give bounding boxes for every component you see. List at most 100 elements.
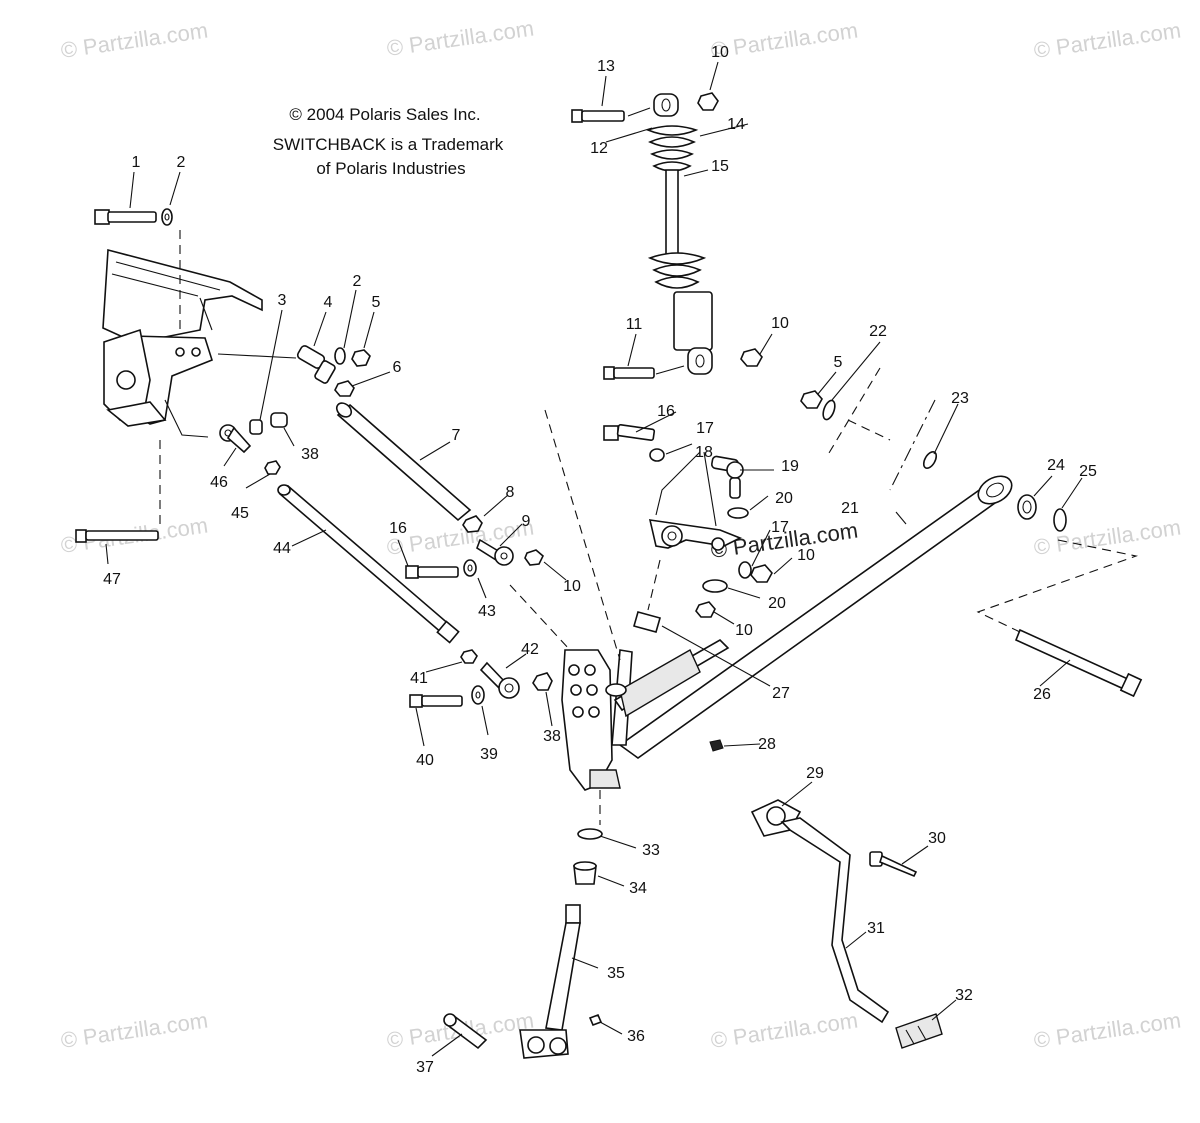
callout-16-left: 16 xyxy=(389,520,407,537)
rod-end-9 xyxy=(476,538,514,566)
bolt-40 xyxy=(409,694,463,708)
parts-layer xyxy=(75,92,1143,1059)
tie-rod-44 xyxy=(277,484,460,644)
nut-45 xyxy=(264,460,281,475)
callout-44: 44 xyxy=(273,540,291,557)
callout-10-top: 10 xyxy=(711,44,729,61)
steering-post-31 xyxy=(780,817,890,1024)
callout-20-upper: 20 xyxy=(775,490,793,507)
callout-38-upper: 38 xyxy=(301,446,319,463)
copyright-notice: © 2004 Polaris Sales Inc. SWITCHBACK is … xyxy=(273,105,504,178)
watermark-bottom-left: © Partzilla.com xyxy=(59,1008,209,1053)
bolt-13 xyxy=(571,109,625,123)
clevis-4 xyxy=(296,345,336,384)
washer-43 xyxy=(463,559,477,577)
callout-17: 17 xyxy=(696,420,714,437)
handle-32 xyxy=(895,1013,943,1049)
bushing-3 xyxy=(249,419,263,435)
callout-26: 26 xyxy=(1033,686,1051,703)
spindle-carrier xyxy=(561,649,627,791)
o-ring-33 xyxy=(577,828,603,840)
washer-20-lower xyxy=(702,579,728,593)
callout-33: 33 xyxy=(642,842,660,859)
washer-2-top xyxy=(161,208,173,226)
washer-22 xyxy=(822,399,836,421)
washer-17 xyxy=(649,448,665,462)
callout-36: 36 xyxy=(627,1028,645,1045)
callout-6: 6 xyxy=(393,359,402,376)
callout-24: 24 xyxy=(1047,457,1065,474)
bushing-38-upper xyxy=(270,412,288,428)
watermark-top-right: © Partzilla.com xyxy=(1032,18,1182,63)
callout-10-arm: 10 xyxy=(797,547,815,564)
callout-numbers: 1 2 3 4 2 5 6 7 8 9 10 38 46 45 44 47 16… xyxy=(103,44,1097,1076)
callout-18: 18 xyxy=(695,444,713,461)
bolt-1 xyxy=(94,209,157,225)
washer-17-lower xyxy=(738,561,752,579)
callout-27: 27 xyxy=(772,685,790,702)
callout-13: 13 xyxy=(597,58,615,75)
callout-7: 7 xyxy=(452,427,461,444)
washer-20-upper xyxy=(727,507,749,519)
grease-fitting-28 xyxy=(709,739,724,752)
frame-bulkhead xyxy=(102,248,263,438)
spindle-35 xyxy=(519,904,581,1059)
callout-10-mid: 10 xyxy=(563,578,581,595)
pivot-shaft-26 xyxy=(976,539,1143,698)
steering-arm-18 xyxy=(648,519,742,551)
rod-end-42 xyxy=(479,661,520,699)
nut-5-right xyxy=(800,390,823,409)
callout-15: 15 xyxy=(711,158,729,175)
callout-28: 28 xyxy=(758,736,776,753)
callout-43: 43 xyxy=(478,603,496,620)
callout-23: 23 xyxy=(951,390,969,407)
shock-absorber-15 xyxy=(645,125,713,375)
bolt-11 xyxy=(603,366,655,380)
callout-38: 38 xyxy=(543,728,561,745)
callout-39: 39 xyxy=(480,746,498,763)
bushing-24 xyxy=(1017,494,1037,520)
callout-8: 8 xyxy=(506,484,515,501)
callout-10-lower: 10 xyxy=(735,622,753,639)
watermark-top-mid: © Partzilla.com xyxy=(709,18,859,63)
nut-38 xyxy=(532,672,553,691)
callout-17-lower: 17 xyxy=(771,519,789,536)
grease-fitting-36 xyxy=(588,1013,603,1027)
watermark-top-left: © Partzilla.com xyxy=(59,18,209,63)
ring-25 xyxy=(1053,508,1067,532)
nut-10-lower xyxy=(695,601,716,618)
callout-2: 2 xyxy=(177,154,186,171)
watermark-layer: © Partzilla.com © Partzilla.com © Partzi… xyxy=(59,16,1182,1053)
callout-25: 25 xyxy=(1079,463,1097,480)
washer-2 xyxy=(334,347,346,365)
callout-19: 19 xyxy=(781,458,799,475)
callout-37: 37 xyxy=(416,1059,434,1076)
callout-12: 12 xyxy=(590,140,608,157)
callout-5: 5 xyxy=(372,294,381,311)
callout-35: 35 xyxy=(607,965,625,982)
washer-39 xyxy=(471,685,485,705)
tie-rod-end-19 xyxy=(710,455,744,499)
callout-41: 41 xyxy=(410,670,428,687)
nut-6 xyxy=(334,380,355,397)
callout-47: 47 xyxy=(103,571,121,588)
nut-41 xyxy=(460,649,478,664)
callout-2b: 2 xyxy=(353,273,362,290)
watermark-bottom-mid: © Partzilla.com xyxy=(709,1008,859,1053)
callout-14: 14 xyxy=(727,116,745,133)
callout-32: 32 xyxy=(955,987,973,1004)
callout-4: 4 xyxy=(324,294,333,311)
notice-line-3: of Polaris Industries xyxy=(316,159,465,178)
nut-10-top xyxy=(697,92,719,111)
callout-3: 3 xyxy=(278,292,287,309)
callout-21: 21 xyxy=(841,500,859,517)
notice-line-2: SWITCHBACK is a Trademark xyxy=(273,135,504,154)
callout-30: 30 xyxy=(928,830,946,847)
callout-10-shock: 10 xyxy=(771,315,789,332)
notice-line-1: © 2004 Polaris Sales Inc. xyxy=(289,105,480,124)
callout-5-right: 5 xyxy=(834,354,843,371)
callout-31: 31 xyxy=(867,920,885,937)
nut-5 xyxy=(351,349,371,367)
callout-46: 46 xyxy=(210,474,228,491)
